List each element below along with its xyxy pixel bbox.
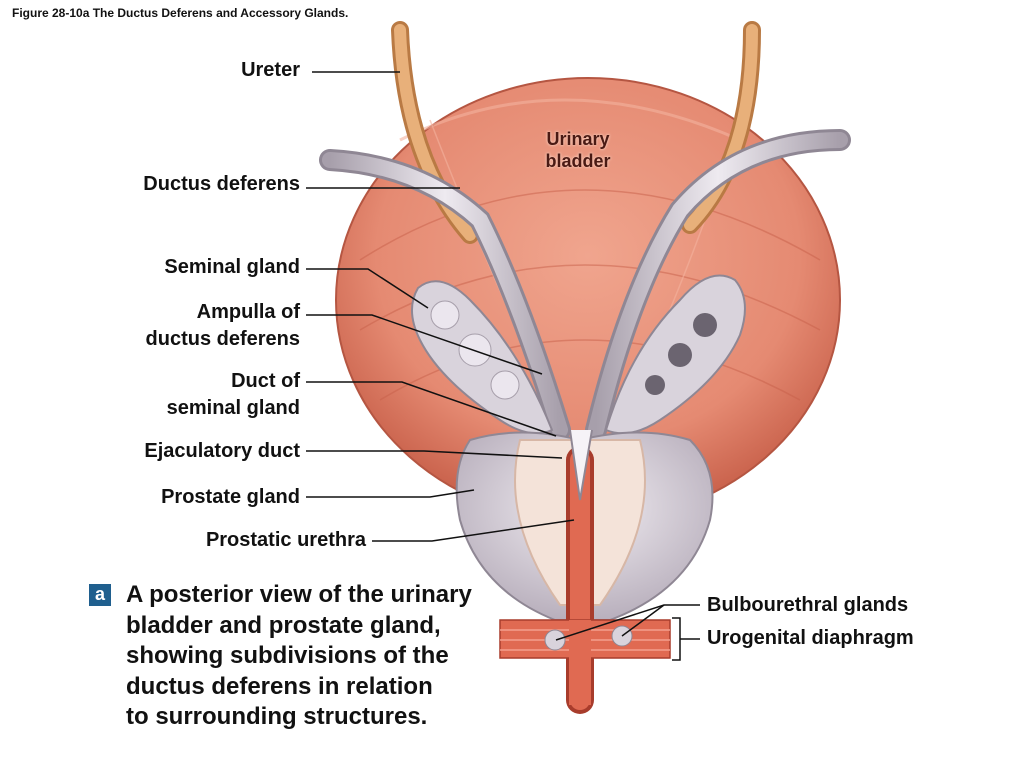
- caption-line: showing subdivisions of the: [126, 642, 449, 669]
- label-urinary-bladder: Urinary bladder: [524, 128, 632, 172]
- urogenital-diaphragm: [499, 619, 671, 705]
- leader-bulbourethral-2: [621, 604, 665, 637]
- leader-ejaculatory-duct: [306, 450, 563, 459]
- figure-caption: A posterior view of the urinary bladder …: [126, 580, 506, 733]
- caption-line: to surrounding structures.: [126, 703, 428, 730]
- ureters: [391, 21, 761, 244]
- leader-ampulla: [306, 314, 543, 375]
- label-duct-line1: Duct of: [231, 370, 300, 392]
- label-ampulla-line1: Ampulla of: [196, 301, 300, 323]
- label-prostatic-urethra: Prostatic urethra: [205, 529, 366, 551]
- label-bulbourethral-glands: Bulbourethral glands: [707, 594, 909, 616]
- label-seminal-gland: Seminal gland: [164, 256, 300, 278]
- figure-title: Figure 28-10a The Ductus Deferens and Ac…: [12, 6, 349, 20]
- leader-duct-of-seminal-gland: [306, 381, 557, 437]
- bracket-urogenital: [672, 617, 681, 661]
- caption-line: ductus deferens in relation: [126, 672, 433, 700]
- label-urogenital-diaphragm: Urogenital diaphragm: [707, 627, 914, 649]
- label-ductus-deferens: Ductus deferens: [143, 173, 300, 195]
- ductus-deferens-pair: [319, 129, 851, 441]
- label-urinary-line1: Urinary: [546, 129, 610, 149]
- panel-badge: a: [89, 584, 111, 606]
- leader-lines: [306, 71, 700, 661]
- caption-line: bladder and prostate gland,: [126, 611, 441, 639]
- caption-line: A posterior view of the urinary: [126, 581, 472, 608]
- label-duct-line2: seminal gland: [166, 397, 300, 419]
- label-urinary-line2: bladder: [545, 151, 611, 171]
- label-ejaculatory-duct: Ejaculatory duct: [144, 440, 300, 462]
- label-prostate-gland: Prostate gland: [161, 486, 300, 508]
- leader-prostatic-urethra: [372, 519, 575, 542]
- label-ureter: Ureter: [241, 59, 300, 81]
- seminal-glands: [411, 274, 746, 435]
- leader-prostate-gland: [306, 489, 475, 498]
- label-ampulla-line2: ductus deferens: [145, 328, 300, 350]
- leader-seminal-gland: [306, 268, 429, 309]
